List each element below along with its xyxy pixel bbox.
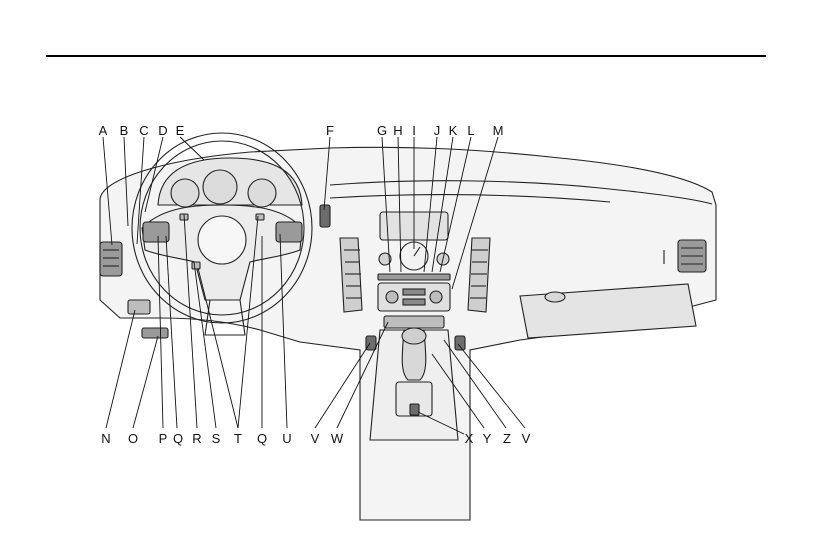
callout-m: M: [493, 123, 504, 138]
callout-j: J: [434, 123, 441, 138]
callout-l: L: [467, 123, 474, 138]
callout-h: H: [393, 123, 402, 138]
callout-q: Q: [173, 431, 183, 446]
header-rule: [46, 55, 766, 57]
callout-s: S: [212, 431, 221, 446]
callout-leaders: [102, 136, 526, 435]
callout-p: P: [159, 431, 168, 446]
callouts-bottom: N O P Q R S T Q U V W X Y Z V: [101, 431, 530, 446]
callout-v-2: V: [522, 431, 531, 446]
callout-t: T: [234, 431, 242, 446]
callout-v: V: [311, 431, 320, 446]
callout-b: B: [120, 123, 129, 138]
callout-e: E: [176, 123, 185, 138]
callout-c: C: [139, 123, 148, 138]
callout-n: N: [101, 431, 110, 446]
callout-d: D: [158, 123, 167, 138]
callout-g: G: [377, 123, 387, 138]
callout-z: Z: [503, 431, 511, 446]
callout-i: I: [412, 123, 416, 138]
callout-y: Y: [483, 431, 492, 446]
callout-q-2: Q: [257, 431, 267, 446]
callout-k: K: [449, 123, 458, 138]
callout-o: O: [128, 431, 138, 446]
callout-f: F: [326, 123, 334, 138]
callouts-top: A B C D E F G H I J K L M: [99, 123, 504, 138]
callout-x: X: [465, 431, 474, 446]
callout-w: W: [331, 431, 344, 446]
callout-u: U: [282, 431, 291, 446]
callout-r: R: [192, 431, 201, 446]
dashboard-illustration: [99, 132, 717, 521]
callout-a: A: [99, 123, 108, 138]
